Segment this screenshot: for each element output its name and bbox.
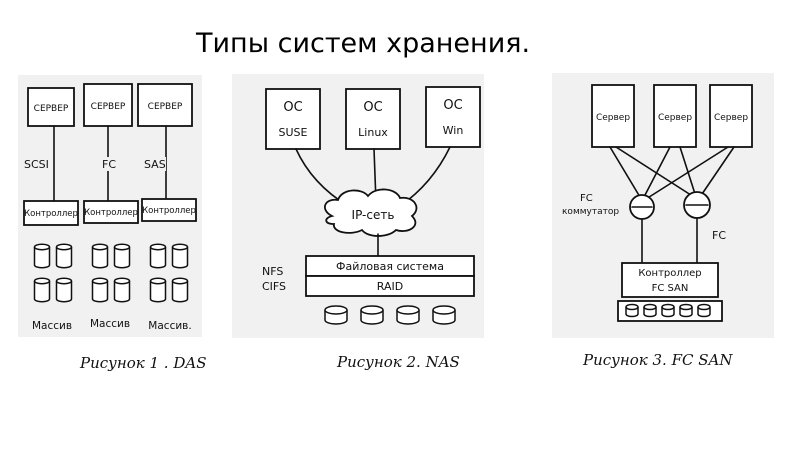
nas-raid-box xyxy=(305,275,475,297)
das-diagram: СЕРВЕР СЕРВЕР СЕРВЕР SCSI FC SAS Контрол… xyxy=(22,83,197,332)
san-server-label-3: Сервер xyxy=(714,113,748,123)
nas-os-box-3 xyxy=(425,86,481,148)
disk-icon xyxy=(171,243,189,269)
slide-title: Типы систем хранения. xyxy=(196,28,531,59)
das-link-label-3: SAS xyxy=(144,158,166,171)
nas-os-box-2 xyxy=(345,88,401,150)
san-server-label-2: Сервер xyxy=(658,113,692,123)
disk-icon xyxy=(55,243,73,269)
san-diagram: Сервер Сервер Сервер FC коммутатор FC Ко… xyxy=(562,84,753,322)
disk-icon xyxy=(697,303,711,318)
nas-diagram: ОС SUSE ОС Linux ОС Win IP-сеть Файловая… xyxy=(262,86,481,325)
san-figure: Сервер Сервер Сервер FC коммутатор FC Ко… xyxy=(552,73,774,338)
san-disks xyxy=(625,303,711,318)
disk-icon xyxy=(91,243,109,269)
san-controller-box xyxy=(621,262,719,298)
das-array-label-3: Массив. xyxy=(148,320,191,332)
disk-icon xyxy=(324,305,348,325)
disk-icon xyxy=(625,303,639,318)
disk-icon xyxy=(33,243,51,269)
nas-disks xyxy=(324,305,456,325)
san-caption: Рисунок 3. FC SAN xyxy=(583,351,733,369)
disk-icon xyxy=(396,305,420,325)
nas-os-name-3: Win xyxy=(443,124,464,137)
das-figure: СЕРВЕР СЕРВЕР СЕРВЕР SCSI FC SAS Контрол… xyxy=(18,75,202,337)
das-array-label-2: Массив xyxy=(90,318,130,330)
nas-network-label: IP-сеть xyxy=(352,208,395,222)
nas-figure: ОС SUSE ОС Linux ОС Win IP-сеть Файловая… xyxy=(232,74,484,338)
das-link-label-1: SCSI xyxy=(24,158,49,171)
nas-os-name-1: SUSE xyxy=(279,126,308,139)
disk-icon xyxy=(33,277,51,303)
san-server-label-1: Сервер xyxy=(596,113,630,123)
das-controller-label-1: Контроллер xyxy=(24,209,78,219)
nas-os-label-1: ОС xyxy=(283,100,302,115)
das-controller-label-3: Контроллер xyxy=(142,206,196,216)
das-link-label-2: FC xyxy=(102,158,116,171)
disk-icon xyxy=(55,277,73,303)
das-server-box-1 xyxy=(27,87,75,127)
nas-caption: Рисунок 2. NAS xyxy=(337,353,460,371)
disk-icon xyxy=(643,303,657,318)
nas-network-cloud xyxy=(324,188,418,237)
nas-os-label-2: ОС xyxy=(363,100,382,115)
das-array-label-1: Массив xyxy=(32,320,72,332)
nas-os-name-2: Linux xyxy=(358,126,388,139)
disk-icon xyxy=(679,303,693,318)
nas-protocol-nfs: NFS xyxy=(262,265,283,278)
nas-filesystem-label: Файловая система xyxy=(336,260,444,273)
disk-icon xyxy=(432,305,456,325)
disk-icon xyxy=(149,277,167,303)
disk-icon xyxy=(360,305,384,325)
disk-icon xyxy=(171,277,189,303)
das-server-box-3 xyxy=(137,83,193,127)
nas-link-3 xyxy=(399,146,451,207)
das-server-label-1: СЕРВЕР xyxy=(34,104,69,114)
disk-icon xyxy=(149,243,167,269)
das-controller-box-2 xyxy=(83,200,139,224)
das-server-label-3: СЕРВЕР xyxy=(148,102,183,112)
disk-icon xyxy=(113,277,131,303)
nas-protocol-cifs: CIFS xyxy=(262,280,286,293)
nas-raid-label: RAID xyxy=(377,280,403,293)
san-controller-label-2: FC SAN xyxy=(652,283,689,294)
disk-icon xyxy=(113,243,131,269)
san-server-box-3 xyxy=(709,84,753,148)
disk-icon xyxy=(661,303,675,318)
das-controller-box-1 xyxy=(23,200,79,226)
disk-icon xyxy=(91,277,109,303)
san-links xyxy=(609,146,735,200)
san-fc-label: FC xyxy=(712,229,726,242)
san-controller-label-1: Контроллер xyxy=(638,268,701,279)
san-switch-2 xyxy=(683,191,711,219)
nas-os-label-3: ОС xyxy=(443,98,462,113)
san-switch-label-1: FC xyxy=(580,193,593,204)
das-disks xyxy=(33,243,189,303)
nas-os-box-1 xyxy=(265,88,321,150)
das-server-label-2: СЕРВЕР xyxy=(91,102,126,112)
san-server-box-1 xyxy=(591,84,635,148)
san-switch-label-2: коммутатор xyxy=(562,207,619,217)
das-caption: Рисунок 1 . DAS xyxy=(80,354,207,372)
san-server-box-2 xyxy=(653,84,697,148)
das-controller-box-3 xyxy=(141,198,197,222)
san-switch-1 xyxy=(629,194,655,220)
das-controller-label-2: Контроллер xyxy=(84,208,138,218)
